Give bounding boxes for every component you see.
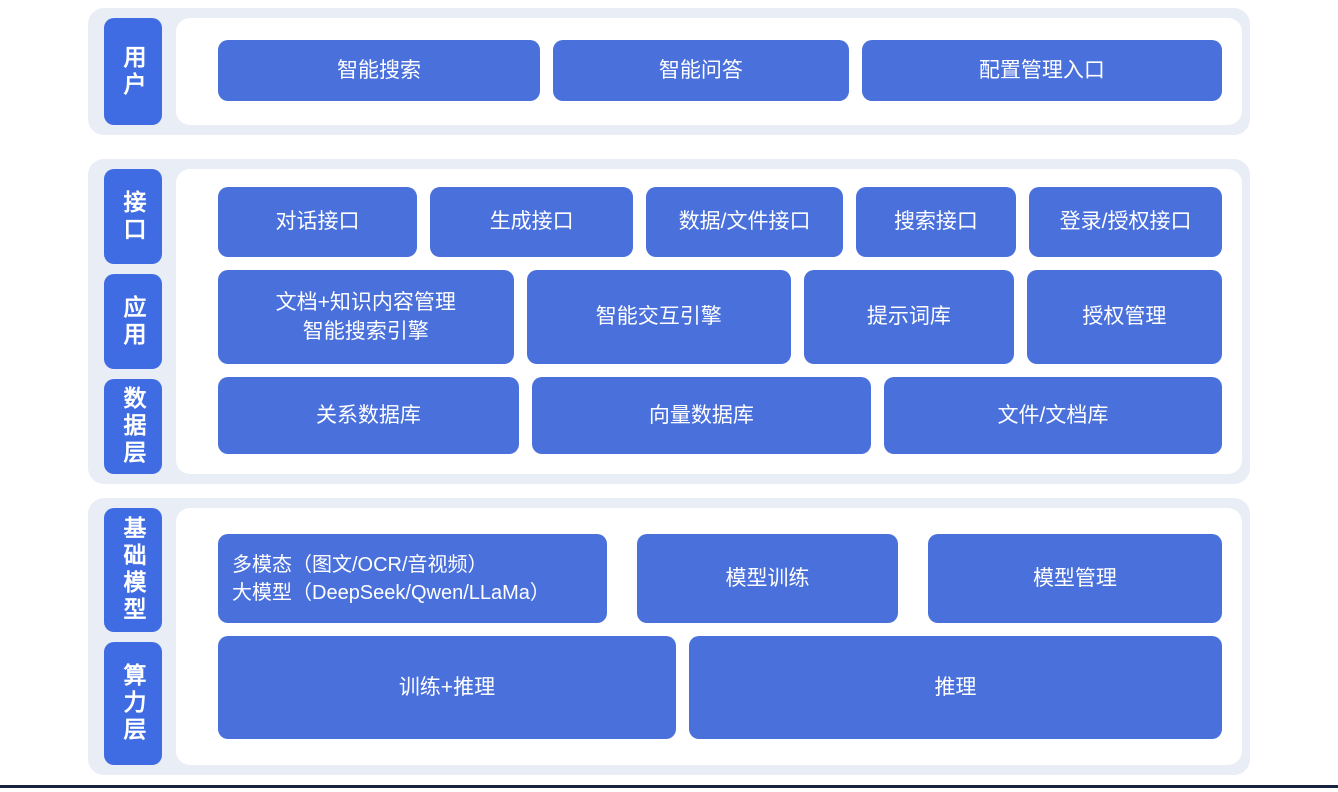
layer-label-user: 用户 xyxy=(104,18,162,125)
compute-row: 训练+推理 推理 xyxy=(218,636,1222,739)
box-doc-knowledge-search-engine: 文档+知识内容管理 智能搜索引擎 xyxy=(218,270,514,364)
data-layer-row: 关系数据库 向量数据库 文件/文档库 xyxy=(218,377,1222,454)
section-foundation-layers: 基础模型 算力层 多模态（图文/OCR/音视频） 大模型（DeepSeek/Qw… xyxy=(88,498,1250,775)
box-data-file-api: 数据/文件接口 xyxy=(646,187,843,257)
box-login-auth-api: 登录/授权接口 xyxy=(1029,187,1222,257)
box-multimodal-llm: 多模态（图文/OCR/音视频） 大模型（DeepSeek/Qwen/LLaMa） xyxy=(218,534,608,623)
box-file-doc-store: 文件/文档库 xyxy=(883,377,1222,454)
box-model-training: 模型训练 xyxy=(637,534,898,623)
box-vector-db: 向量数据库 xyxy=(531,377,871,454)
box-training-inference: 训练+推理 xyxy=(218,636,676,739)
box-search-api: 搜索接口 xyxy=(855,187,1017,257)
box-auth-management: 授权管理 xyxy=(1026,270,1222,364)
box-model-management: 模型管理 xyxy=(927,534,1222,623)
layer-label-compute: 算力层 xyxy=(104,641,162,765)
box-dialog-api: 对话接口 xyxy=(218,187,417,257)
application-row: 文档+知识内容管理 智能搜索引擎 智能交互引擎 提示词库 授权管理 xyxy=(218,270,1222,364)
section-middle-layers: 接口 应用 数据层 对话接口 生成接口 数据/文件接口 搜索接口 登录/授权接口… xyxy=(88,159,1250,484)
foundation-layer-labels: 基础模型 算力层 xyxy=(104,508,162,765)
box-generation-api: 生成接口 xyxy=(430,187,634,257)
user-layer-row: 智能搜索 智能问答 配置管理入口 xyxy=(218,40,1222,101)
user-layer-labels: 用户 xyxy=(104,18,162,125)
foundation-model-row: 多模态（图文/OCR/音视频） 大模型（DeepSeek/Qwen/LLaMa）… xyxy=(218,534,1222,623)
layer-label-interface: 接口 xyxy=(104,169,162,264)
foundation-layer-panel: 多模态（图文/OCR/音视频） 大模型（DeepSeek/Qwen/LLaMa）… xyxy=(176,508,1242,765)
bottom-divider xyxy=(0,785,1338,788)
interface-row: 对话接口 生成接口 数据/文件接口 搜索接口 登录/授权接口 xyxy=(218,187,1222,257)
user-layer-panel: 智能搜索 智能问答 配置管理入口 xyxy=(176,18,1242,125)
layer-label-application: 应用 xyxy=(104,274,162,369)
box-smart-qa: 智能问答 xyxy=(552,40,849,101)
section-user-layer: 用户 智能搜索 智能问答 配置管理入口 xyxy=(88,8,1250,135)
middle-layer-panel: 对话接口 生成接口 数据/文件接口 搜索接口 登录/授权接口 文档+知识内容管理… xyxy=(176,169,1242,474)
middle-layer-labels: 接口 应用 数据层 xyxy=(104,169,162,474)
box-prompt-library: 提示词库 xyxy=(804,270,1014,364)
layer-label-foundation-model: 基础模型 xyxy=(104,508,162,632)
box-config-management-entry: 配置管理入口 xyxy=(861,40,1222,101)
box-inference: 推理 xyxy=(688,636,1222,739)
box-relational-db: 关系数据库 xyxy=(218,377,519,454)
box-smart-interaction-engine: 智能交互引擎 xyxy=(526,270,792,364)
architecture-diagram: 用户 智能搜索 智能问答 配置管理入口 接口 应用 数据层 对话接口 生成接口 … xyxy=(0,8,1338,788)
layer-label-data: 数据层 xyxy=(104,379,162,474)
box-smart-search: 智能搜索 xyxy=(218,40,540,101)
